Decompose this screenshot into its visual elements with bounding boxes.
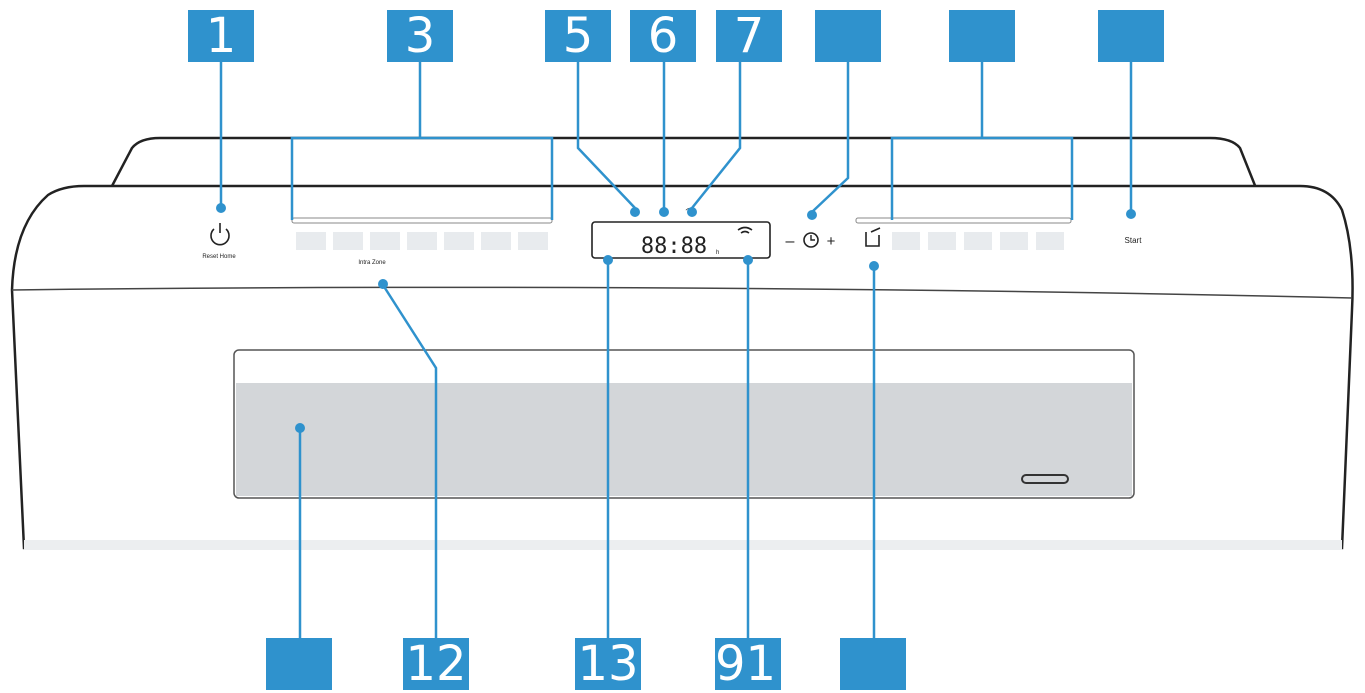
callout-6: 6 <box>630 10 696 62</box>
display-unit: h <box>716 250 719 256</box>
program-button-7[interactable] <box>518 232 548 250</box>
option-button-4[interactable] <box>1000 232 1028 250</box>
option-button-5[interactable] <box>1036 232 1064 250</box>
program-button-2[interactable] <box>333 232 363 250</box>
callout-1: 1 <box>188 10 254 62</box>
callout-7: 7 <box>716 10 782 62</box>
display-digits: 88:88 <box>641 234 707 259</box>
wifi-icon <box>737 226 753 234</box>
option-button-2[interactable] <box>928 232 956 250</box>
option-button-1[interactable] <box>892 232 920 250</box>
callout-12: 12 <box>403 638 469 690</box>
extra-zone-label: Intra Zone <box>358 260 386 266</box>
program-indicator-bar-left <box>291 217 553 224</box>
callout-3: 3 <box>387 10 453 62</box>
handle-window <box>236 383 1132 496</box>
display-frame <box>591 221 771 259</box>
callout-911: 911 <box>715 638 781 690</box>
callout-10 <box>1098 10 1164 62</box>
option-button-3[interactable] <box>964 232 992 250</box>
program-indicator-bar-right <box>855 217 1072 224</box>
clock-icon[interactable] <box>803 232 819 248</box>
program-button-4[interactable] <box>407 232 437 250</box>
program-button-1[interactable] <box>296 232 326 250</box>
timer-plus-button[interactable]: + <box>827 233 836 250</box>
timer-minus-button[interactable]: – <box>786 233 795 250</box>
callout-bottom-15 <box>840 638 906 690</box>
panel-bottom-shadow <box>24 540 1342 550</box>
program-button-5[interactable] <box>444 232 474 250</box>
callout-9 <box>949 10 1015 62</box>
program-button-3[interactable] <box>370 232 400 250</box>
power-icon[interactable] <box>210 223 230 246</box>
callout-8 <box>815 10 881 62</box>
door-open-icon[interactable] <box>865 227 881 247</box>
panel-front-edge <box>11 286 1353 299</box>
back-panel-outline <box>110 136 1258 189</box>
door-sensor-slot <box>1021 474 1069 484</box>
callout-13: 13 <box>575 638 641 690</box>
start-button[interactable]: Start <box>1125 236 1143 245</box>
callout-5: 5 <box>545 10 611 62</box>
program-button-6[interactable] <box>481 232 511 250</box>
leader-lines <box>219 62 1133 638</box>
power-label: Reset Home <box>202 254 236 260</box>
callout-bottom-1 <box>266 638 332 690</box>
leader-dots <box>216 203 1136 433</box>
